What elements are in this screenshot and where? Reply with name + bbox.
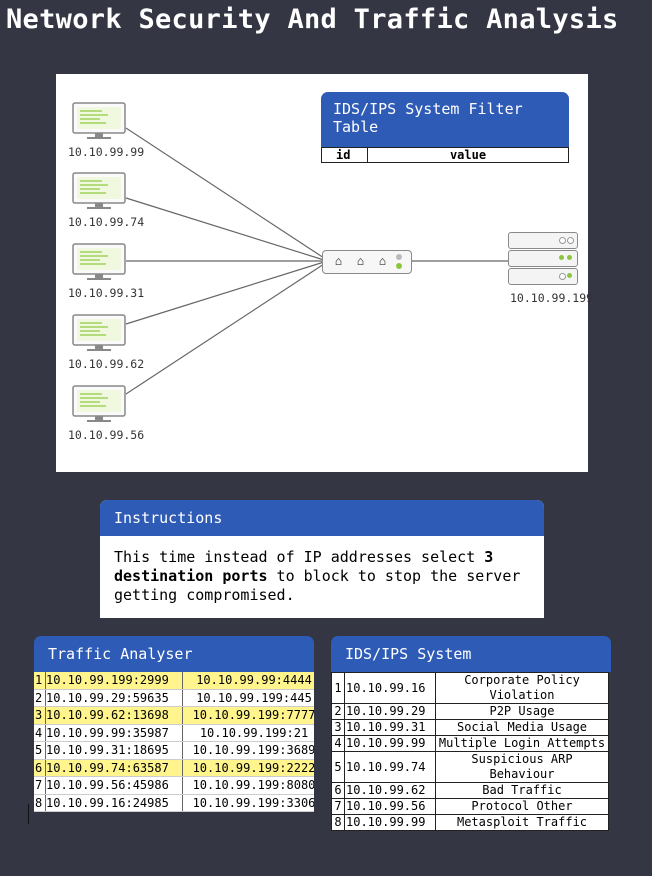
ids-ip: 10.10.99.56 [344,798,436,815]
filter-table-title: IDS/IPS System Filter Table [321,92,569,148]
host-ip-label: 10.10.99.74 [68,215,145,229]
host-ip-label: 10.10.99.31 [68,286,145,300]
ids-ip: 10.10.99.16 [344,672,436,704]
instructions-panel: Instructions This time instead of IP add… [100,500,544,618]
filter-table: IDS/IPS System Filter Table id value [321,92,571,163]
ids-ip: 10.10.99.99 [344,814,436,831]
server-unit [508,232,578,249]
instructions-text: This time instead of IP addresses select… [114,548,521,604]
port-icon: ⌂ [334,254,343,268]
col-value: value [449,148,487,162]
ids-rule: Protocol Other [435,798,609,815]
traffic-dst-port[interactable]: 10.10.99.199:2222 [192,760,314,775]
traffic-dst-port[interactable]: 10.10.99.99:4444 [196,673,312,687]
router-icon: ⌂ ⌂ ⌂ [322,250,412,274]
traffic-src: 10.10.99.31:18695 [46,742,183,759]
col-id: id [322,148,368,162]
port-icon: ⌂ [378,254,387,268]
instructions-title: Instructions [100,500,544,536]
ids-ip: 10.10.99.74 [344,751,436,783]
ids-ip: 10.10.99.62 [344,782,436,799]
filter-table-header: id value [321,147,569,163]
traffic-src: 10.10.99.99:35987 [46,724,183,742]
server-ip-label: 10.10.99.199 [510,291,594,305]
monitor-icon [72,314,126,351]
ids-ip: 10.10.99.29 [344,703,436,720]
traffic-dst-port[interactable]: 10.10.99.199:3689 [192,743,314,757]
monitor-icon [72,172,126,209]
traffic-src: 10.10.99.29:59635 [46,689,183,707]
ids-ip: 10.10.99.99 [344,735,436,752]
ids-rule: Suspicious ARP Behaviour [435,751,609,783]
traffic-analyser-title: Traffic Analyser [34,636,314,672]
network-diagram: 10.10.99.99 10.10.99.74 10.10.99.31 [56,74,593,472]
ids-rule: Multiple Login Attempts [435,735,609,752]
ids-rule: Metasploit Traffic [435,814,609,831]
traffic-src: 10.10.99.56:45986 [46,777,183,794]
network-wires [125,127,508,395]
ids-rule: Corporate Policy Violation [435,672,609,704]
traffic-dst-port[interactable]: 10.10.99.199:445 [196,690,312,705]
page-title: Network Security And Traffic Analysis [6,4,619,35]
host-ip-label: 10.10.99.62 [68,357,145,371]
host-ip-label: 10.10.99.99 [68,145,145,159]
traffic-dst-port[interactable]: 10.10.99.199:3306 [192,795,314,810]
led-icon [396,263,402,269]
traffic-dst-port[interactable]: 10.10.99.199:7777 [192,708,314,722]
traffic-dst-port[interactable]: 10.10.99.199:21 [199,725,309,740]
traffic-src: 10.10.99.16:24985 [46,794,183,812]
monitor-icon [72,102,126,139]
port-icon: ⌂ [356,254,365,268]
host-ip-label: 10.10.99.56 [68,428,145,442]
traffic-dst-port[interactable]: 10.10.99.199:8080 [192,778,314,792]
ids-rule: P2P Usage [435,703,609,720]
ids-rule: Social Media Usage [435,719,609,736]
server-unit [508,250,578,267]
led-icon [396,254,402,260]
traffic-src: 10.10.99.199:2999 [46,672,183,689]
text-cursor-icon [28,804,29,824]
ids-rule: Bad Traffic [435,782,609,799]
instructions-emphasis: 3 destination ports [114,548,494,585]
ids-ips-title: IDS/IPS System [331,636,611,672]
monitor-icon [72,243,126,280]
ids-ip: 10.10.99.31 [344,719,436,736]
traffic-src: 10.10.99.62:13698 [46,707,183,724]
traffic-src: 10.10.99.74:63587 [46,759,183,777]
monitor-icon [72,385,126,422]
server-unit [508,268,578,285]
